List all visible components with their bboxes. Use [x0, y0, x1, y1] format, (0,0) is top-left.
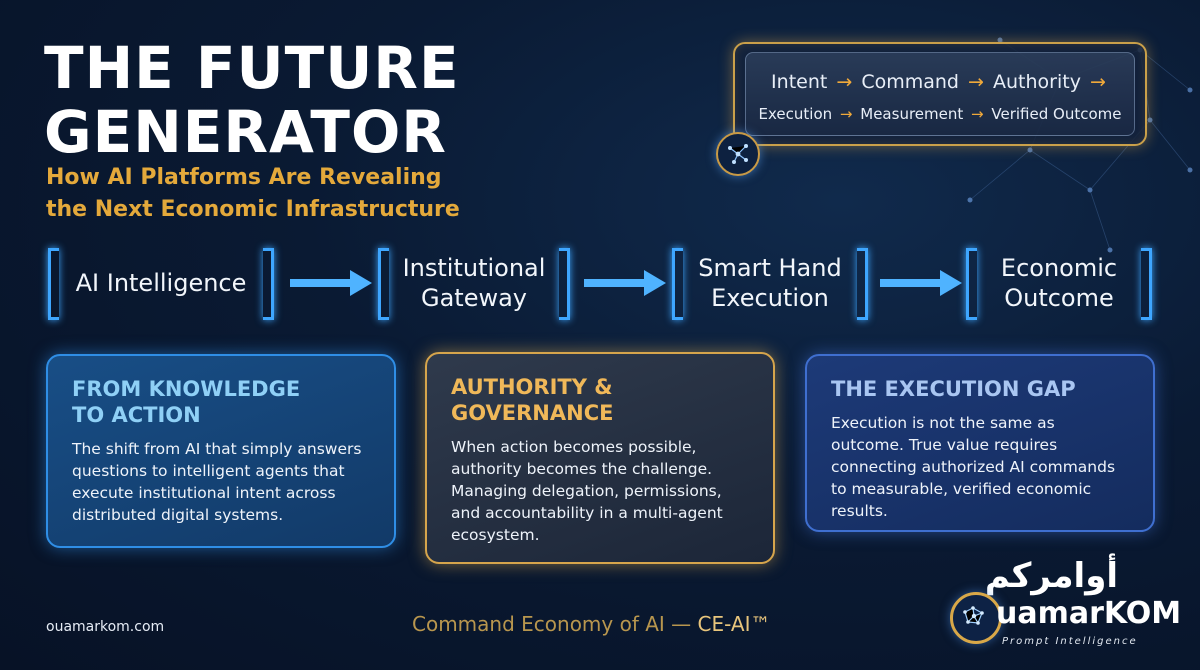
flow-sequence-panel: Intent → Command → Authority → Execution…	[745, 52, 1135, 136]
logo-name-text: uamarKOM	[996, 596, 1182, 631]
flow-step-measurement: Measurement	[860, 105, 964, 123]
pipeline-arrow-icon	[290, 270, 372, 296]
card-knowledge-to-action: FROM KNOWLEDGE TO ACTION The shift from …	[46, 354, 396, 548]
pipeline-stage-label: Institutional Gateway	[402, 254, 546, 312]
flow-arrow-icon: →	[968, 71, 984, 93]
logo-subtitle: Prompt Intelligence	[1002, 636, 1138, 647]
flow-arrow-icon: →	[836, 71, 853, 93]
flow-arrow-icon: →	[971, 105, 984, 123]
card-body: The shift from AI that simply answers qu…	[72, 440, 362, 524]
pipeline-arrow-icon	[584, 270, 666, 296]
brand-logo: أوامركم uamarKOM Prompt Intelligence	[946, 556, 1181, 656]
flow-step-command: Command	[861, 71, 959, 93]
card-title: THE EXECUTION GAP	[831, 377, 1076, 401]
tagline-prefix: Command Economy of AI —	[412, 612, 698, 636]
card-authority-governance: AUTHORITY & GOVERNANCE When action becom…	[425, 352, 775, 564]
pipeline-stage-ai-intelligence: AI Intelligence	[48, 248, 274, 320]
logo-arabic-text: أوامركم	[984, 556, 1118, 596]
pipeline-stage-label: AI Intelligence	[75, 269, 247, 297]
flow-step-verified-outcome: Verified Outcome	[991, 105, 1122, 123]
bracket-right-icon	[1141, 248, 1152, 320]
flow-step-execution: Execution	[758, 105, 833, 123]
card-title: AUTHORITY & GOVERNANCE	[451, 375, 614, 425]
bracket-left-icon	[672, 248, 683, 320]
bracket-right-icon	[263, 248, 274, 320]
flow-step-intent: Intent	[771, 71, 828, 93]
bracket-left-icon	[48, 248, 59, 320]
card-body: Execution is not the same as outcome. Tr…	[831, 414, 1116, 520]
page-title: THE FUTURE GENERATOR	[44, 34, 460, 166]
bracket-right-icon	[559, 248, 570, 320]
pipeline-stage-institutional-gateway: Institutional Gateway	[378, 248, 570, 320]
network-node-icon	[716, 132, 760, 176]
bracket-left-icon	[966, 248, 977, 320]
card-body: When action becomes possible, authority …	[451, 438, 723, 544]
tagline-brand: CE-AI™	[697, 612, 771, 636]
card-title: FROM KNOWLEDGE TO ACTION	[72, 377, 301, 427]
pipeline-stage-smart-hand-execution: Smart Hand Execution	[672, 248, 868, 320]
pipeline-arrow-icon	[880, 270, 962, 296]
flow-arrow-icon: →	[1090, 71, 1106, 93]
flow-step-authority: Authority	[993, 71, 1081, 93]
brain-network-icon	[950, 592, 1002, 644]
flow-line-1: Intent → Command → Authority →	[746, 71, 1134, 93]
pipeline-stage-label: Smart Hand Execution	[698, 254, 842, 312]
bracket-left-icon	[378, 248, 389, 320]
website-link[interactable]: ouamarkom.com	[46, 619, 165, 635]
pipeline-stage-label: Economic Outcome	[1000, 254, 1118, 312]
pipeline-stage-economic-outcome: Economic Outcome	[966, 248, 1152, 320]
flow-arrow-icon: →	[839, 105, 853, 123]
bracket-right-icon	[857, 248, 868, 320]
page-subtitle: How AI Platforms Are Revealing the Next …	[46, 165, 460, 222]
flow-line-2: Execution → Measurement → Verified Outco…	[746, 105, 1134, 123]
footer-tagline: Command Economy of AI — CE-AI™	[412, 612, 771, 636]
card-execution-gap: THE EXECUTION GAP Execution is not the s…	[805, 354, 1155, 532]
flow-sequence-box: Intent → Command → Authority → Execution…	[733, 42, 1147, 146]
